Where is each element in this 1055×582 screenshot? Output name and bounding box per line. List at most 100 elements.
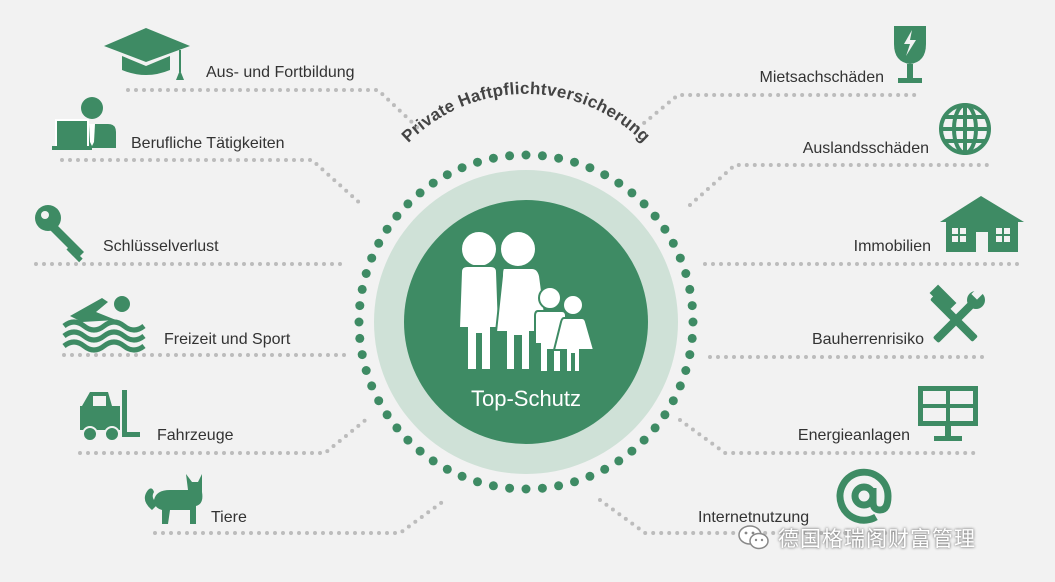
ring-dot xyxy=(685,284,695,294)
ring-dot xyxy=(382,410,392,420)
dotted-ring xyxy=(354,150,698,494)
ring-dot xyxy=(488,481,498,491)
ring-dot xyxy=(457,471,467,481)
ring-dot xyxy=(473,477,482,487)
businessman-laptop-icon xyxy=(52,97,116,150)
label-leisure-sport: Freizeit und Sport xyxy=(164,331,291,348)
globe-icon xyxy=(939,103,991,155)
wechat-icon xyxy=(738,525,769,550)
graduation-cap-icon xyxy=(104,28,190,80)
label-education: Aus- und Fortbildung xyxy=(206,64,355,81)
ring-dot xyxy=(357,284,367,294)
ring-dot xyxy=(382,224,392,234)
ring-dot xyxy=(681,366,691,375)
ring-dot xyxy=(650,423,660,433)
ring-dot xyxy=(585,163,595,173)
connector-line-animals xyxy=(153,498,447,535)
ring-dot xyxy=(361,366,371,375)
connector-line-internet xyxy=(598,498,897,535)
label-animals: Tiere xyxy=(211,509,247,526)
ring-dot xyxy=(554,481,564,491)
ring-dot xyxy=(688,317,698,327)
ring-dot xyxy=(374,238,384,248)
center-label: Top-Schutz xyxy=(470,386,582,411)
ring-dot xyxy=(585,471,595,481)
connector-line-rental xyxy=(636,93,924,130)
label-property: Immobilien xyxy=(853,238,931,255)
ring-dot xyxy=(428,456,438,466)
watermark: 德国格瑞阁财富管理 xyxy=(738,520,976,556)
ring-dot xyxy=(537,151,547,161)
connector-lines-left xyxy=(34,88,447,535)
label-energy-systems: Energieanlagen xyxy=(797,427,910,444)
ring-dot xyxy=(614,178,624,188)
label-vehicles: Fahrzeuge xyxy=(157,427,234,444)
ring-dot xyxy=(505,483,515,493)
ring-dot xyxy=(367,253,377,263)
ring-dot xyxy=(357,350,367,360)
ring-dot xyxy=(660,224,670,234)
ring-dot xyxy=(639,435,649,445)
family-icon xyxy=(457,230,596,373)
ring-dot xyxy=(428,178,438,188)
ring-dot xyxy=(687,301,697,311)
connector-lines-right xyxy=(598,93,1020,535)
ring-dot xyxy=(600,464,610,474)
ring-dot xyxy=(442,170,452,180)
ring-dot xyxy=(685,350,695,360)
ring-dot xyxy=(668,396,678,406)
arc-title: Private Haftpflichtversicherung xyxy=(398,79,654,146)
label-rental-damage: Mietsachschäden xyxy=(759,69,884,86)
connector-line-vehicles xyxy=(78,416,370,455)
ring-dot xyxy=(403,199,413,209)
connector-line-profession xyxy=(60,158,364,207)
ring-dot xyxy=(537,483,547,493)
label-internet-use: Internetnutzung xyxy=(698,509,810,526)
label-profession: Berufliche Tätigkeiten xyxy=(131,135,285,152)
connector-line-energy xyxy=(678,418,977,455)
connector-line-education xyxy=(126,88,420,130)
ring-dot xyxy=(554,153,564,163)
label-damage-abroad: Auslandsschäden xyxy=(802,140,929,157)
ring-dot xyxy=(457,163,467,173)
ring-dot xyxy=(392,423,402,433)
ring-dot xyxy=(488,153,498,163)
swimmer-icon xyxy=(62,296,146,353)
ring-dot xyxy=(442,464,452,474)
ring-dot xyxy=(614,456,624,466)
house-icon xyxy=(940,196,1024,252)
ring-dot xyxy=(473,157,482,167)
ring-dot xyxy=(570,157,579,167)
hammer-wrench-icon xyxy=(929,284,985,343)
ring-dot xyxy=(361,269,371,278)
cat-icon xyxy=(144,474,203,524)
forklift-icon xyxy=(80,390,140,442)
ring-dot xyxy=(354,317,364,327)
ring-dot xyxy=(415,188,425,198)
solar-panel-icon xyxy=(918,386,978,441)
ring-dot xyxy=(627,188,637,198)
ring-dot xyxy=(521,484,531,494)
ring-dot xyxy=(374,396,384,406)
ring-dot xyxy=(392,211,402,221)
ring-dot xyxy=(675,381,685,391)
ring-dot xyxy=(660,410,670,420)
ring-dot xyxy=(681,269,691,278)
ring-dot xyxy=(355,301,365,311)
key-icon xyxy=(35,205,84,263)
label-builder-risk: Bauherrenrisiko xyxy=(811,331,924,348)
watermark-text: 德国格瑞阁财富管理 xyxy=(778,527,976,551)
ring-dot xyxy=(505,151,515,161)
ring-dot xyxy=(403,435,413,445)
ring-dot xyxy=(668,238,678,248)
broken-glass-icon xyxy=(894,26,926,83)
ring-dot xyxy=(521,150,531,160)
ring-dot xyxy=(600,170,610,180)
ring-dot xyxy=(639,199,649,209)
ring-dot xyxy=(650,211,660,221)
label-key-loss: Schlüsselverlust xyxy=(103,238,219,255)
ring-dot xyxy=(675,253,685,263)
ring-dot xyxy=(367,381,377,391)
